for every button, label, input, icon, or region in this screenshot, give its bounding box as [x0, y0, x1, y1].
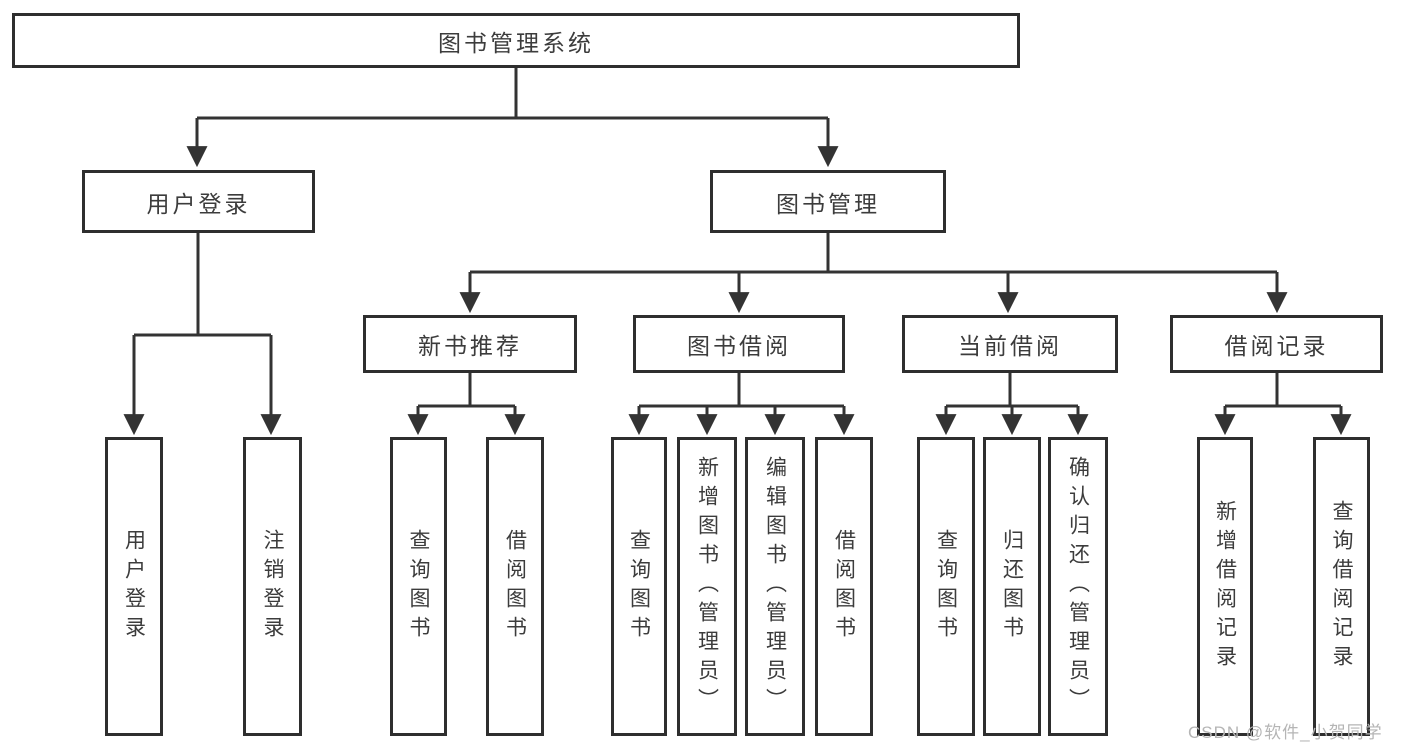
leaf-borrow-books: 借阅图书 [815, 437, 873, 736]
leaf-return-book: 归还图书 [983, 437, 1041, 736]
node-label: 借阅图书 [503, 528, 527, 645]
node-label: 查询借阅记录 [1330, 499, 1353, 674]
node-label: 用户登录 [122, 528, 146, 645]
leaf-edit-book-admin: 编辑图书（管理员） [745, 437, 805, 736]
node-label: 确认归还（管理员） [1066, 456, 1090, 717]
node-label: 查询图书 [627, 528, 651, 645]
node-user-login: 用户登录 [82, 170, 315, 233]
leaf-add-borrow-record: 新增借阅记录 [1197, 437, 1253, 736]
node-label: 新增借阅记录 [1213, 499, 1237, 674]
leaf-query-books-recommend: 查询图书 [390, 437, 447, 736]
node-label: 借阅记录 [1224, 333, 1329, 359]
node-label: 当前借阅 [958, 333, 1062, 359]
node-current-borrowing: 当前借阅 [902, 315, 1118, 373]
node-label: 编辑图书（管理员） [763, 456, 787, 717]
node-label: 用户登录 [146, 190, 251, 217]
node-book-management: 图书管理 [710, 170, 946, 233]
leaf-logout: 注销登录 [243, 437, 302, 736]
node-borrowing-records: 借阅记录 [1170, 315, 1383, 373]
leaf-confirm-return-admin: 确认归还（管理员） [1048, 437, 1108, 736]
watermark: CSDN @软件_小贺同学 [1188, 723, 1383, 742]
node-label: 借阅图书 [832, 528, 856, 645]
node-label: 图书管理系统 [438, 29, 594, 56]
leaf-add-book-admin: 新增图书（管理员） [677, 437, 737, 736]
leaf-borrow-books-recommend: 借阅图书 [486, 437, 544, 736]
node-label: 查询图书 [934, 528, 958, 645]
node-label: 查询图书 [407, 528, 430, 645]
node-label: 图书借阅 [687, 333, 791, 359]
node-label: 图书管理 [776, 190, 880, 217]
node-label: 新增图书（管理员） [695, 456, 719, 717]
leaf-query-books-current: 查询图书 [917, 437, 975, 736]
node-label: 注销登录 [261, 528, 284, 645]
node-new-book-recommendation: 新书推荐 [363, 315, 577, 373]
node-label: 新书推荐 [418, 333, 522, 359]
node-label: 归还图书 [1000, 528, 1024, 645]
leaf-query-borrow-record: 查询借阅记录 [1313, 437, 1370, 736]
leaf-user-login: 用户登录 [105, 437, 163, 736]
node-library-management-system: 图书管理系统 [12, 13, 1020, 68]
leaf-query-books-borrowing: 查询图书 [611, 437, 667, 736]
node-book-borrowing: 图书借阅 [633, 315, 845, 373]
